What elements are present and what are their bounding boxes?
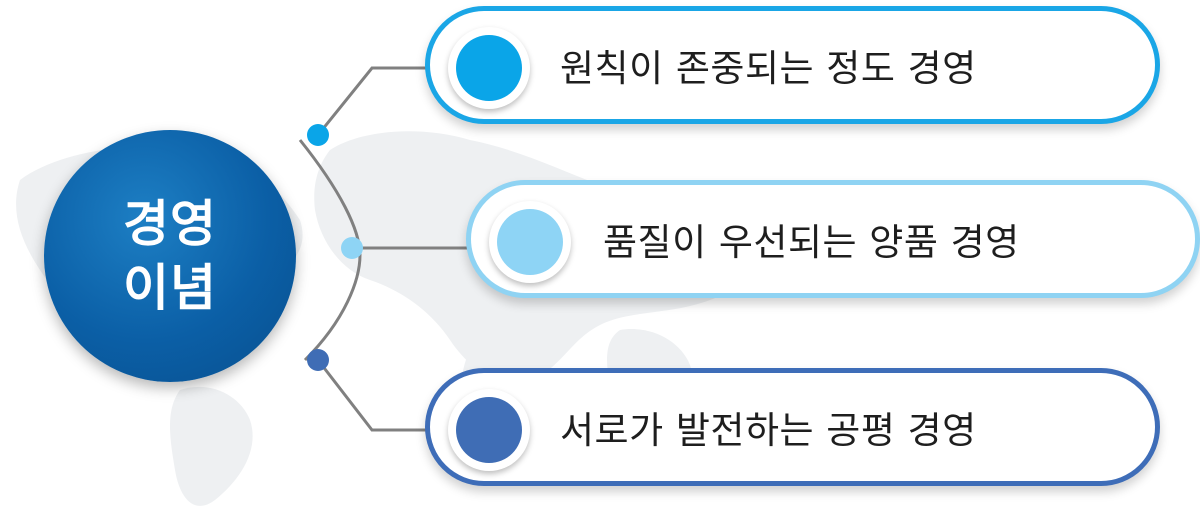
connector-dot-2 (341, 237, 363, 259)
connector-dot-1 (307, 124, 329, 146)
connector-dot-3 (307, 349, 329, 371)
hub-circle: 경영 이념 (37, 123, 303, 389)
bullet-dot-icon (489, 201, 571, 283)
hub-title-line-1: 경영 (123, 195, 217, 253)
hub-title-line-2: 이념 (123, 259, 217, 317)
principle-item-2: 품질이 우선되는 양품 경영 (466, 180, 1200, 298)
principle-label: 원칙이 존중되는 정도 경영 (560, 47, 977, 90)
principle-label: 서로가 발전하는 공평 경영 (560, 409, 977, 452)
bullet-dot-icon (448, 27, 530, 109)
principle-item-1: 원칙이 존중되는 정도 경영 (425, 6, 1160, 124)
principle-item-3: 서로가 발전하는 공평 경영 (425, 368, 1160, 486)
principle-label: 품질이 우선되는 양품 경영 (603, 221, 1020, 264)
bullet-dot-icon (448, 389, 530, 471)
